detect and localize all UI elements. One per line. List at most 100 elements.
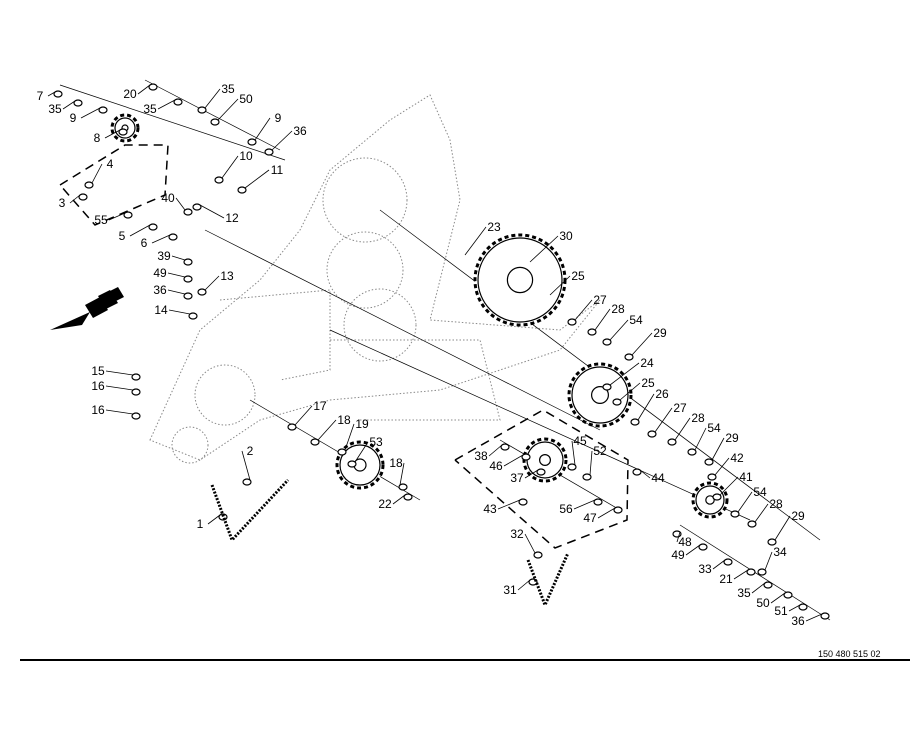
callout-46: 46 <box>489 459 503 473</box>
callout-50: 50 <box>239 92 253 106</box>
callout-24: 24 <box>640 356 654 370</box>
part-36 <box>820 612 830 620</box>
callout-20: 20 <box>123 87 137 101</box>
leader-line <box>464 226 487 256</box>
part-54 <box>602 338 612 346</box>
part-43 <box>518 498 528 506</box>
callout-26: 26 <box>655 387 669 401</box>
part-39 <box>183 258 193 266</box>
leader-line <box>719 476 739 496</box>
part-37 <box>536 468 546 476</box>
part-28 <box>587 328 597 336</box>
leader-line <box>317 419 337 441</box>
leader-line <box>497 499 521 510</box>
callout-29: 29 <box>653 326 667 340</box>
drawing-number: 150 480 515 02 <box>818 649 881 659</box>
callout-47: 47 <box>583 511 597 525</box>
callout-42: 42 <box>730 451 744 465</box>
leader-line <box>399 462 405 486</box>
callout-18: 18 <box>337 413 351 427</box>
leader-line <box>674 417 691 441</box>
callout-11: 11 <box>271 163 284 177</box>
callout-29: 29 <box>725 431 739 445</box>
part-35 <box>73 99 83 107</box>
callout-45: 45 <box>573 434 587 448</box>
leader-line <box>751 582 766 594</box>
leader-line <box>217 98 239 121</box>
callout-43: 43 <box>483 502 497 516</box>
part-3 <box>78 193 88 201</box>
leader-line <box>108 212 126 221</box>
leader-line <box>392 494 406 505</box>
sprocket <box>567 362 633 428</box>
leader-line <box>199 204 225 219</box>
leader-line <box>151 234 171 244</box>
part-35 <box>763 581 773 589</box>
part-19 <box>337 448 347 456</box>
leader-line <box>254 117 271 141</box>
leader-line <box>788 604 801 612</box>
callout-40: 40 <box>161 191 175 205</box>
callout-32: 32 <box>510 527 524 541</box>
part-56 <box>593 498 603 506</box>
leader-line <box>733 569 749 580</box>
part-9 <box>98 106 108 114</box>
leader-line <box>637 393 655 421</box>
leader-line <box>574 299 593 321</box>
part-14 <box>188 312 198 320</box>
leader-line <box>770 592 786 604</box>
callout-36: 36 <box>791 614 805 628</box>
part-36 <box>183 292 193 300</box>
leader-line <box>105 370 134 376</box>
callout-13: 13 <box>220 269 234 283</box>
part-33 <box>723 558 733 566</box>
leader-line <box>244 169 270 189</box>
callout-41: 41 <box>739 470 753 484</box>
callout-leaders <box>47 84 823 622</box>
sprocket <box>110 113 140 143</box>
part-25 <box>612 398 622 406</box>
callout-48: 48 <box>678 535 692 549</box>
leader-line <box>524 533 536 554</box>
callout-19: 19 <box>355 417 369 431</box>
part-35 <box>173 98 183 106</box>
part-18 <box>310 438 320 446</box>
leader-line <box>712 559 726 570</box>
part-40 <box>183 208 193 216</box>
part-41 <box>712 493 722 501</box>
part-35 <box>197 106 207 114</box>
part-42 <box>707 473 717 481</box>
leader-line <box>157 99 176 110</box>
direction-arrow-icon <box>50 287 124 330</box>
callout-35: 35 <box>48 102 62 116</box>
callout-38: 38 <box>474 449 488 463</box>
part-47 <box>613 506 623 514</box>
leader-line <box>47 91 56 97</box>
leader-line <box>69 194 81 204</box>
callout-5: 5 <box>119 229 126 243</box>
sprocket <box>691 481 729 519</box>
callout-34: 34 <box>773 545 787 559</box>
callout-1: 1 <box>197 517 204 531</box>
leader-line <box>549 275 571 296</box>
leader-line <box>241 450 251 481</box>
callout-16: 16 <box>91 379 105 393</box>
leader-line <box>589 450 593 476</box>
leader-line <box>104 129 121 139</box>
callout-17: 17 <box>313 399 327 413</box>
leader-line <box>676 531 681 543</box>
part-10 <box>214 176 224 184</box>
callout-9: 9 <box>70 111 77 125</box>
leader-line <box>488 444 503 457</box>
leader-line <box>344 423 355 451</box>
callout-51: 51 <box>774 604 788 618</box>
part-28 <box>667 438 677 446</box>
part-51 <box>798 603 808 611</box>
part-46 <box>521 453 531 461</box>
footer-rule <box>20 659 910 661</box>
leader-line <box>529 235 559 263</box>
callout-35: 35 <box>737 586 751 600</box>
callout-25: 25 <box>641 376 655 390</box>
callout-35: 35 <box>143 102 157 116</box>
